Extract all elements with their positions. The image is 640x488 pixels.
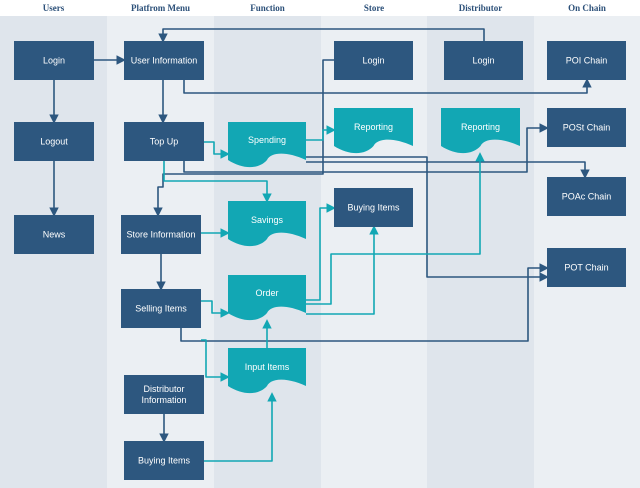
store-information-shape: [121, 215, 201, 254]
edge-top-up-to-post-chain: [183, 123, 549, 173]
lane-function-title: Function: [250, 3, 285, 13]
edge-store-login-to-store-information: [153, 59, 334, 217]
node-store-login[interactable]: Login: [334, 41, 413, 80]
node-spending[interactable]: Spending: [228, 122, 306, 168]
lane-function-body: [214, 16, 321, 488]
store-reporting-shape: [334, 108, 413, 154]
savings-label: Savings: [251, 215, 284, 225]
poi-chain-label: POI Chain: [566, 56, 608, 66]
edge-order-to-store-buying-items: [306, 203, 336, 301]
edge-spending-to-pot-chain: [306, 156, 549, 282]
user-information-label: User Information: [131, 56, 198, 66]
poi-chain-shape: [547, 41, 626, 80]
edge-selling-items-to-input-items: [201, 339, 230, 382]
store-buying-items-label: Buying Items: [347, 203, 400, 213]
distributor-reporting-label: Reporting: [461, 122, 500, 132]
node-users-login[interactable]: Login: [14, 41, 94, 80]
distributor-reporting-shape: [441, 108, 520, 154]
users-logout-shape: [14, 122, 94, 161]
distributor-login-shape: [444, 41, 523, 80]
users-logout-label: Logout: [40, 137, 68, 147]
pot-chain-label: POT Chain: [564, 263, 608, 273]
pot-chain-shape: [547, 248, 626, 287]
order-label: Order: [255, 288, 278, 298]
store-reporting-label: Reporting: [354, 122, 393, 132]
node-store-reporting[interactable]: Reporting: [334, 108, 413, 154]
lane-menu-title: Platfrom Menu: [131, 3, 190, 13]
distributor-login-label: Login: [472, 56, 494, 66]
node-order[interactable]: Order: [228, 275, 306, 321]
poac-chain-shape: [547, 177, 626, 216]
node-users-logout[interactable]: Logout: [14, 122, 94, 161]
order-shape: [228, 275, 306, 321]
node-poi-chain[interactable]: POI Chain: [547, 41, 626, 80]
input-items-shape: [228, 348, 306, 394]
users-news-shape: [14, 215, 94, 254]
edge-distributor-login-to-user-information: [158, 28, 485, 43]
lane-distributor-title: Distributor: [459, 3, 503, 13]
selling-items-label: Selling Items: [135, 304, 187, 314]
users-login-label: Login: [43, 56, 65, 66]
poac-chain-label: POAc Chain: [562, 192, 612, 202]
edge-spending-to-store-reporting: [306, 125, 336, 141]
lane-users-title: Users: [43, 3, 65, 13]
distributor-information-shape: [124, 375, 204, 414]
store-buying-items-shape: [334, 188, 413, 227]
connectors: [49, 28, 592, 462]
savings-shape: [228, 201, 306, 247]
node-pot-chain[interactable]: POT Chain: [547, 248, 626, 287]
users-news-label: News: [43, 230, 66, 240]
node-post-chain[interactable]: POSt Chain: [547, 108, 626, 147]
edge-top-up-to-spending: [204, 141, 230, 159]
spending-label: Spending: [248, 135, 286, 145]
node-store-buying-items[interactable]: Buying Items: [334, 188, 413, 227]
edge-top-up-to-savings: [163, 161, 272, 203]
node-input-items[interactable]: Input Items: [228, 348, 306, 394]
menu-buying-items-label: Buying Items: [138, 456, 191, 466]
user-information-shape: [124, 41, 204, 80]
users-login-shape: [14, 41, 94, 80]
store-information-label: Store Information: [126, 230, 195, 240]
node-poac-chain[interactable]: POAc Chain: [547, 177, 626, 216]
node-user-information[interactable]: User Information: [124, 41, 204, 80]
edge-selling-items-to-post-chain: [180, 263, 549, 342]
edge-spending-to-poac-chain: [306, 161, 590, 179]
node-top-up[interactable]: Top Up: [124, 122, 204, 161]
node-distributor-login[interactable]: Login: [444, 41, 523, 80]
lane-store-title: Store: [364, 3, 384, 13]
node-store-information[interactable]: Store Information: [121, 215, 201, 254]
store-login-shape: [334, 41, 413, 80]
edge-order-to-distributor-reporting: [306, 225, 379, 315]
spending-shape: [228, 122, 306, 168]
menu-buying-items-shape: [124, 441, 204, 480]
edge-selling-items-to-order: [201, 300, 230, 318]
post-chain-label: POSt Chain: [563, 123, 611, 133]
post-chain-shape: [547, 108, 626, 147]
edge-menu-buying-items-to-input-items: [204, 392, 277, 462]
lane-function: Function: [214, 3, 321, 488]
top-up-label: Top Up: [150, 137, 179, 147]
node-distributor-reporting[interactable]: Reporting: [441, 108, 520, 154]
node-savings[interactable]: Savings: [228, 201, 306, 247]
lane-onchain-title: On Chain: [568, 3, 606, 13]
selling-items-shape: [121, 289, 201, 328]
store-login-label: Login: [362, 56, 384, 66]
edge-selling-items-to-spending: [306, 152, 485, 305]
edge-user-information-to-poi-chain: [183, 78, 592, 94]
node-selling-items[interactable]: Selling Items: [121, 289, 201, 328]
node-users-news[interactable]: News: [14, 215, 94, 254]
input-items-label: Input Items: [245, 362, 290, 372]
node-menu-buying-items[interactable]: Buying Items: [124, 441, 204, 480]
top-up-shape: [124, 122, 204, 161]
